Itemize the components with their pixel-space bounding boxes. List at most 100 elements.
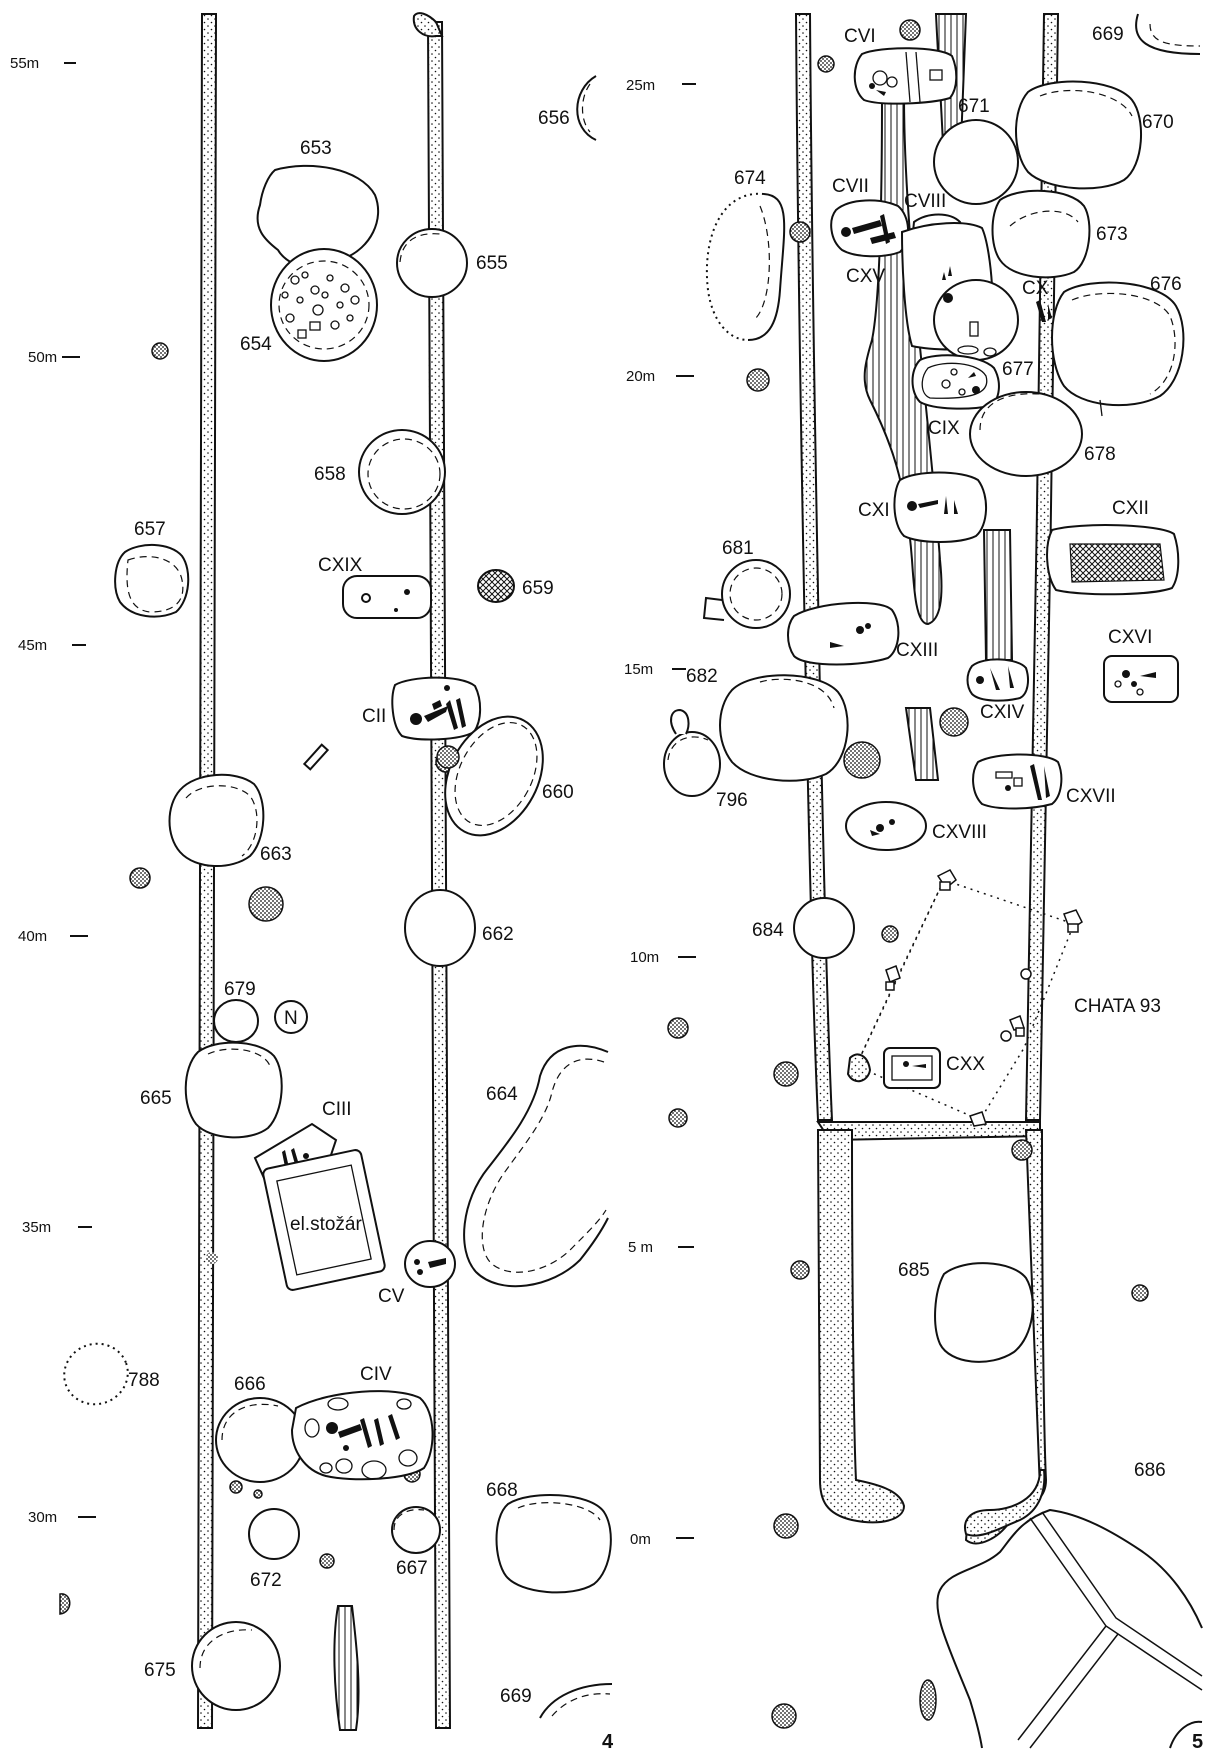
feature-label: 669 — [500, 1686, 532, 1707]
sheet-left: 55m 50m 45m 40m 35m 30m — [10, 12, 614, 1752]
page-number: 4 — [602, 1731, 614, 1752]
feature-796 — [663, 731, 721, 797]
feature-label: 657 — [134, 519, 166, 540]
feature-669-edge — [539, 1683, 613, 1719]
small-pit — [773, 1513, 799, 1539]
feature-678 — [969, 391, 1083, 477]
small-pit — [746, 368, 770, 392]
feature-label: 674 — [734, 168, 766, 189]
small-pit — [817, 55, 835, 73]
feature-671 — [933, 119, 1019, 205]
feature-659 — [477, 569, 515, 603]
feature-label: 676 — [1150, 274, 1182, 295]
grave-label: CXVII — [1066, 786, 1116, 807]
pylon-label: el.stožár — [290, 1214, 362, 1235]
furrow — [904, 707, 940, 781]
grave-cxix — [342, 575, 432, 619]
scale-label: 30m — [28, 1509, 57, 1526]
small-pit — [129, 867, 151, 889]
grave-label: CXVI — [1108, 627, 1152, 648]
feature-670 — [1015, 80, 1142, 190]
small-pit — [319, 1553, 335, 1569]
feature-label: 678 — [1084, 444, 1116, 465]
furrow — [333, 1605, 360, 1731]
small-pit — [667, 1017, 689, 1039]
grave-label: CXX — [946, 1054, 985, 1075]
grave-label: CXIII — [896, 640, 938, 661]
scale-label: 45m — [18, 637, 47, 654]
feature-669-edge — [1135, 13, 1201, 55]
feature-656 — [576, 75, 597, 141]
scale-label: 25m — [626, 77, 655, 94]
small-pit — [843, 741, 881, 779]
grave-label: CXIV — [980, 702, 1025, 723]
feature-658 — [358, 429, 446, 515]
grave-label: CIV — [360, 1364, 392, 1385]
small-pit — [248, 886, 284, 922]
feature-663 — [168, 773, 265, 867]
north-marker — [274, 1000, 308, 1034]
grave-cxvi — [1103, 655, 1179, 703]
grave-label: CX — [1022, 278, 1049, 299]
grave-label: CII — [362, 706, 386, 727]
grave-label: CXVIII — [932, 822, 987, 843]
feature-label: 677 — [1002, 359, 1034, 380]
page-number: 5 — [1192, 1731, 1203, 1752]
grave-label: CV — [378, 1286, 405, 1307]
small-pit — [229, 1480, 243, 1494]
scale-label: 5 m — [628, 1239, 653, 1256]
feature-label: 655 — [476, 253, 508, 274]
small-pit — [253, 1489, 263, 1499]
scale-label: 55m — [10, 55, 39, 72]
house-label: CHATA 93 — [1074, 996, 1161, 1017]
feature-label: 658 — [314, 464, 346, 485]
feature-657 — [114, 543, 190, 618]
feature-682 — [719, 674, 849, 782]
feature-label: 672 — [250, 1570, 282, 1591]
feature-label: 796 — [716, 790, 748, 811]
grave-cxiii — [787, 601, 900, 666]
feature-684 — [793, 897, 855, 959]
grave-cxx — [883, 1047, 941, 1089]
trench-left — [196, 13, 218, 1729]
feature-label: 673 — [1096, 224, 1128, 245]
grave-cxi — [893, 471, 988, 543]
feature-label: 788 — [128, 1370, 160, 1391]
feature-label: 685 — [898, 1260, 930, 1281]
feature-788 — [63, 1342, 129, 1406]
small-pit — [919, 1679, 937, 1721]
small-pit — [59, 1593, 71, 1615]
posthole-cluster — [885, 869, 1083, 1127]
skeleton-remains — [841, 214, 896, 244]
feature-675 — [191, 1621, 281, 1711]
grave-label: CIII — [322, 1099, 352, 1120]
feature-665 — [184, 1041, 283, 1139]
feature-label: 667 — [396, 1558, 428, 1579]
grave-cxviii — [845, 801, 927, 851]
scale-label: 40m — [18, 928, 47, 945]
feature-666 — [215, 1397, 305, 1483]
scale-label: 35m — [22, 1219, 51, 1236]
feature-label: 665 — [140, 1088, 172, 1109]
feature-label: 669 — [1092, 24, 1124, 45]
scale-label: 0m — [630, 1531, 651, 1548]
small-pit — [771, 1703, 797, 1729]
trench-right-a — [794, 13, 834, 1121]
grave-cxiv — [966, 658, 1029, 702]
feature-label: 682 — [686, 666, 718, 687]
small-pit — [939, 707, 969, 737]
grave-label: CXV — [846, 266, 885, 287]
grave-cxvii — [972, 753, 1063, 810]
feature-label: 660 — [542, 782, 574, 803]
feature-label: 668 — [486, 1480, 518, 1501]
sheet-right: 25m 20m 15m 10m 5 m 0m — [624, 13, 1203, 1752]
small-pit — [881, 925, 899, 943]
feature-668 — [495, 1494, 612, 1594]
feature-label: 684 — [752, 920, 784, 941]
feature-676 — [1051, 281, 1185, 407]
grave-civ — [290, 1390, 434, 1481]
trench-bottom — [816, 1129, 906, 1524]
feature-672 — [248, 1508, 300, 1560]
feature-655 — [396, 228, 468, 298]
